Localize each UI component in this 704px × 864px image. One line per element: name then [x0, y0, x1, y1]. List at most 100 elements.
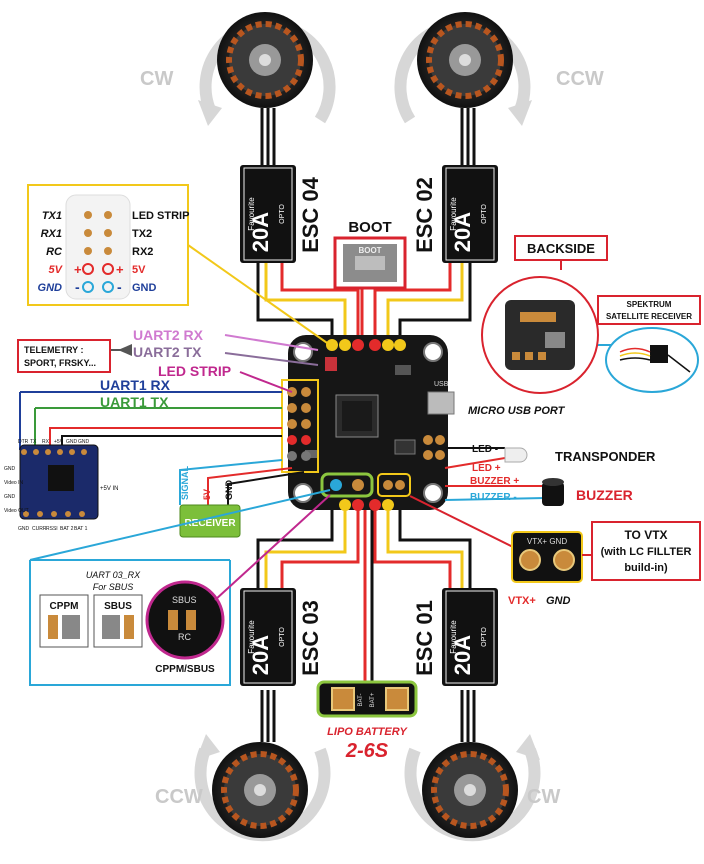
osd-top-pin-0: DTR: [18, 439, 29, 445]
fc-top-pads: [326, 339, 406, 351]
backside-callout: BACKSIDE: [481, 235, 612, 394]
vtx-group: VTX+ GND TO VTX (with LC FILLTER build-i…: [409, 495, 701, 607]
vtx-pad-text: VTX+ GND: [527, 537, 567, 546]
osd-left-pins: GND Video IN GND Video OUT: [4, 466, 29, 514]
sbus-pad-rc: RC: [178, 632, 191, 642]
buzzer-minus-label: BUZZER -: [470, 492, 517, 503]
lipo-line1: LIPO BATTERY: [327, 726, 408, 738]
osd-left-pin-0: GND: [4, 466, 16, 472]
esc-rating: 20A: [450, 635, 475, 675]
motor-top-left: CW: [140, 12, 336, 126]
spektrum-line2: SATELLITE RECEIVER: [606, 312, 692, 321]
uart1-rx-label: UART1 RX: [100, 377, 171, 393]
osd-left-pin-1: Video IN: [4, 480, 23, 486]
transponder-label: TRANSPONDER: [555, 449, 656, 464]
boot-chip-label: BOOT: [358, 246, 381, 255]
pad-legend-dots: + + - -: [74, 211, 124, 295]
pad-plus-2: +: [116, 262, 124, 277]
osd-bottom-pin-4: BAT 1: [74, 526, 88, 532]
esc-opto: OPTO: [481, 204, 488, 224]
pad-legend-left-3: 5V: [49, 264, 64, 276]
osd-left-pin-3: Video OUT: [4, 508, 29, 514]
spektrum-line1: SPEKTRUM: [627, 300, 672, 309]
sbus-label: SBUS: [104, 601, 132, 612]
osd-bottom-pin-0: GND: [18, 526, 30, 532]
buzzer-group: BUZZER + BUZZER - BUZZER: [444, 476, 633, 506]
receiver-group: SIGNAL 5V GND RECEIVER: [179, 459, 305, 538]
motor-bottom-left: CCW: [155, 734, 331, 842]
pad-legend-left-1: RX1: [41, 228, 62, 240]
receiver-label: RECEIVER: [184, 518, 236, 529]
esc-rating: 20A: [450, 212, 475, 252]
esc-label-02: ESC 02: [412, 177, 437, 253]
esc-brand: Favourite: [449, 620, 458, 654]
vtx-gnd-label: GND: [546, 595, 571, 607]
buzzer-label: BUZZER: [576, 487, 633, 503]
pad-legend-left-4: GND: [38, 282, 63, 294]
esc-brand: Favourite: [247, 197, 256, 231]
osd-bottom-pin-3: BAT 2: [60, 526, 74, 532]
vtx-title1: TO VTX: [624, 528, 667, 542]
receiver-signal: SIGNAL: [180, 465, 190, 500]
receiver-gnd: GND: [224, 480, 234, 501]
pad-legend-right-2: RX2: [132, 246, 153, 258]
pad-legend-left-2: RC: [46, 246, 63, 258]
osd-top-pin-5: GND: [78, 439, 90, 445]
lipo-line2: 2-6S: [345, 740, 389, 762]
telemetry-line1: TELEMETRY :: [24, 345, 84, 355]
pad-legend-right-0: LED STRIP: [132, 210, 189, 222]
esc-04: 20A Favourite OPTO ESC 04: [240, 165, 323, 263]
osd-left-pin-2: GND: [4, 494, 16, 500]
osd-bottom-pin-1: CURR: [32, 526, 47, 532]
lipo-group: BAT- BAT+ LIPO BATTERY 2-6S: [316, 680, 418, 762]
boot-title: BOOT: [348, 219, 391, 236]
sbus-title1: UART 03_RX: [86, 570, 141, 580]
pad-minus-1: -: [75, 279, 80, 295]
motor-wires: [260, 108, 476, 742]
esc-label-04: ESC 04: [298, 176, 323, 253]
esc-label-01: ESC 01: [412, 600, 437, 676]
uart2-tx-label: UART2 TX: [133, 344, 202, 360]
pad-legend-right-4: GND: [132, 282, 157, 294]
osd-top-pin-2: RX: [42, 439, 50, 445]
esc-02: 20A Favourite OPTO ESC 02: [412, 165, 498, 263]
esc-label-03: ESC 03: [298, 600, 323, 676]
fc-bottom-pads: [339, 499, 394, 511]
lipo-pad-plus: BAT+: [370, 692, 376, 707]
osd-top-pin-3: +5V: [54, 439, 64, 445]
rotation-label-ccw-top-right: CCW: [556, 68, 604, 90]
esc-03: 20A Favourite OPTO ESC 03: [240, 588, 323, 686]
osd-top-pin-4: GND: [66, 439, 78, 445]
pad-legend-right-3: 5V: [132, 264, 146, 276]
pad-legend-right-1: TX2: [132, 228, 152, 240]
esc-opto: OPTO: [279, 204, 286, 224]
fc-bottom-connector: [320, 472, 374, 498]
esc-01: 20A Favourite OPTO ESC 01: [412, 588, 498, 686]
transponder-group: LED - LED + TRANSPONDER: [444, 444, 656, 474]
motor-top-right: CCW: [394, 12, 604, 126]
spektrum-callout: SPEKTRUM SATELLITE RECEIVER: [597, 295, 701, 393]
backside-title: BACKSIDE: [527, 241, 595, 256]
micro-usb-connector: [427, 391, 455, 415]
esc-brand: Favourite: [247, 620, 256, 654]
sbus-title2: For SBUS: [93, 582, 134, 592]
osd-bottom-pin-2: RSSI: [46, 526, 58, 532]
lipo-pad-minus: BAT-: [358, 694, 364, 707]
esc-opto: OPTO: [481, 627, 488, 647]
telemetry-box: TELEMETRY : SPORT, FRSKY...: [17, 339, 111, 373]
cppm-label: CPPM: [50, 601, 79, 612]
receiver-5v: 5V: [202, 489, 212, 500]
uart-labels: UART2 RX UART2 TX LED STRIP UART1 RX UAR…: [20, 327, 319, 410]
micro-usb-label: MICRO USB PORT: [468, 405, 566, 417]
pad-plus-1: +: [74, 262, 82, 277]
rotation-label-cw-left: CW: [140, 68, 173, 90]
sbus-pad-label: SBUS: [172, 595, 197, 605]
esc-wires: [256, 260, 472, 685]
flight-controller: USB: [281, 335, 455, 511]
telemetry-line2: SPORT, FRSKY...: [24, 358, 96, 368]
vtx-plus-label: VTX+: [508, 595, 536, 607]
osd-right-pin: +5V IN: [100, 486, 119, 492]
